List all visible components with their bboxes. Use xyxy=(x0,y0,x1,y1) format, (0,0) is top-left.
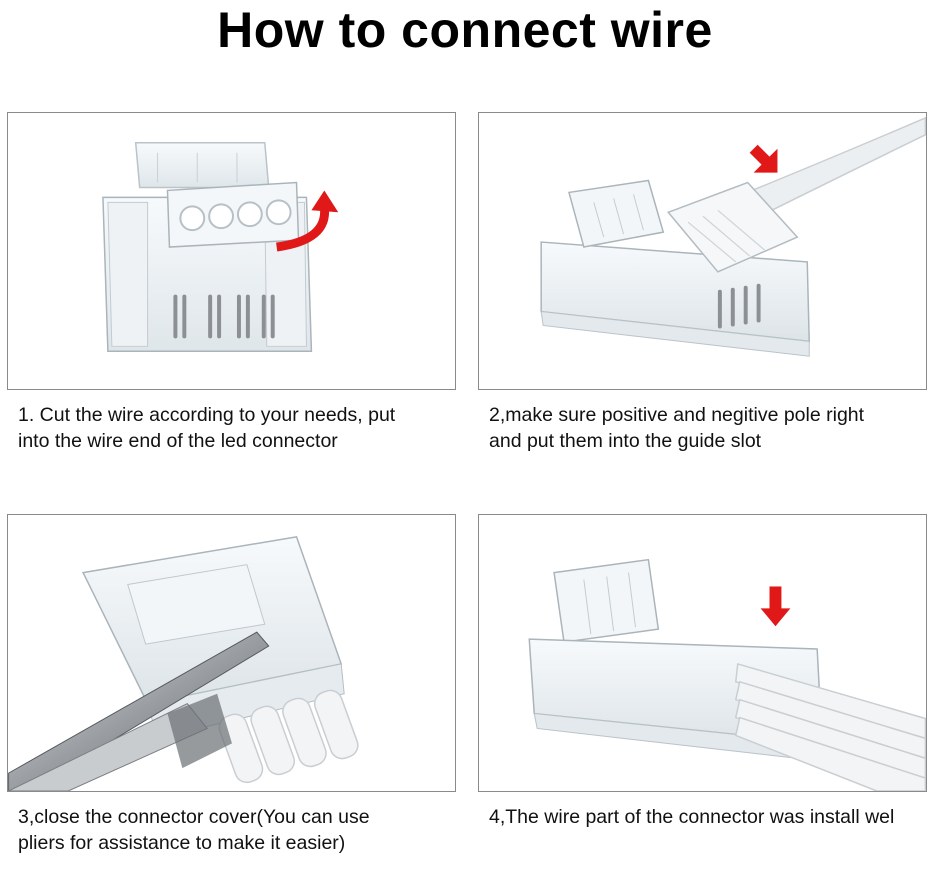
step-2-line-2: and put them into the guide slot xyxy=(489,430,762,452)
connector-open-cover-icon xyxy=(102,142,339,353)
step-3-line-1: 3,close the connector cover(You can use xyxy=(18,806,370,828)
step-3-image xyxy=(7,514,456,792)
step-3-caption: 3,close the connector cover(You can use … xyxy=(18,804,370,856)
step-2-caption: 2,make sure positive and negitive pole r… xyxy=(489,402,864,454)
step-1-line-1: 1. Cut the wire according to your needs,… xyxy=(18,404,396,426)
step-2-line-1: 2,make sure positive and negitive pole r… xyxy=(489,404,865,426)
step-1-line-2: into the wire end of the led connector xyxy=(18,430,338,452)
step-3-line-2: pliers for assistance to make it easier) xyxy=(18,832,346,854)
step-1-caption: 1. Cut the wire according to your needs,… xyxy=(18,402,395,454)
pliers-closing-cover-icon xyxy=(8,536,359,791)
step-4-line-1: 4,The wire part of the connector was ins… xyxy=(489,806,895,828)
page-title: How to connect wire xyxy=(217,2,713,58)
step-1-image xyxy=(7,112,456,390)
step-4-image xyxy=(478,514,927,792)
step-2-image xyxy=(478,112,927,390)
wire-into-guide-slot-icon xyxy=(540,116,926,357)
step-4-caption: 4,The wire part of the connector was ins… xyxy=(489,804,930,830)
installed-connector-icon xyxy=(528,558,926,791)
